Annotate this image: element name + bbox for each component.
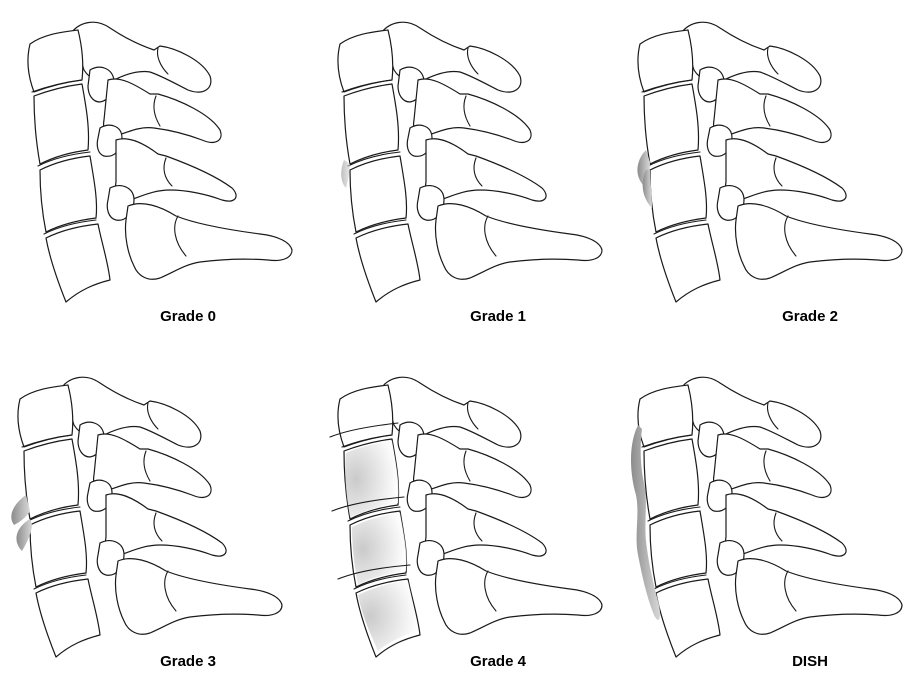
panel-grade-4: Grade 4	[330, 377, 602, 670]
panel-grade-0: Grade 0	[28, 22, 292, 325]
spine-drawing	[18, 377, 282, 657]
spine-drawing	[28, 22, 292, 302]
spine-drawing	[338, 22, 602, 302]
body-shading	[358, 581, 418, 651]
panel-caption: Grade 4	[470, 653, 527, 670]
spine-drawing	[638, 377, 902, 657]
panel-grade-1: Grade 1	[338, 22, 602, 325]
panel-caption: Grade 3	[160, 653, 216, 670]
panel-caption: Grade 0	[160, 308, 216, 325]
osteophyte-shading	[341, 160, 350, 188]
spine-drawing	[638, 22, 902, 302]
panel-caption: Grade 1	[470, 308, 526, 325]
panel-grade-3: Grade 3	[11, 377, 282, 670]
panel-grade-2: Grade 2	[637, 22, 902, 325]
panel-caption: DISH	[792, 653, 828, 670]
panel-caption: Grade 2	[782, 308, 838, 325]
panel-dish: DISH	[631, 377, 902, 670]
osteophyte-shading	[16, 519, 32, 551]
